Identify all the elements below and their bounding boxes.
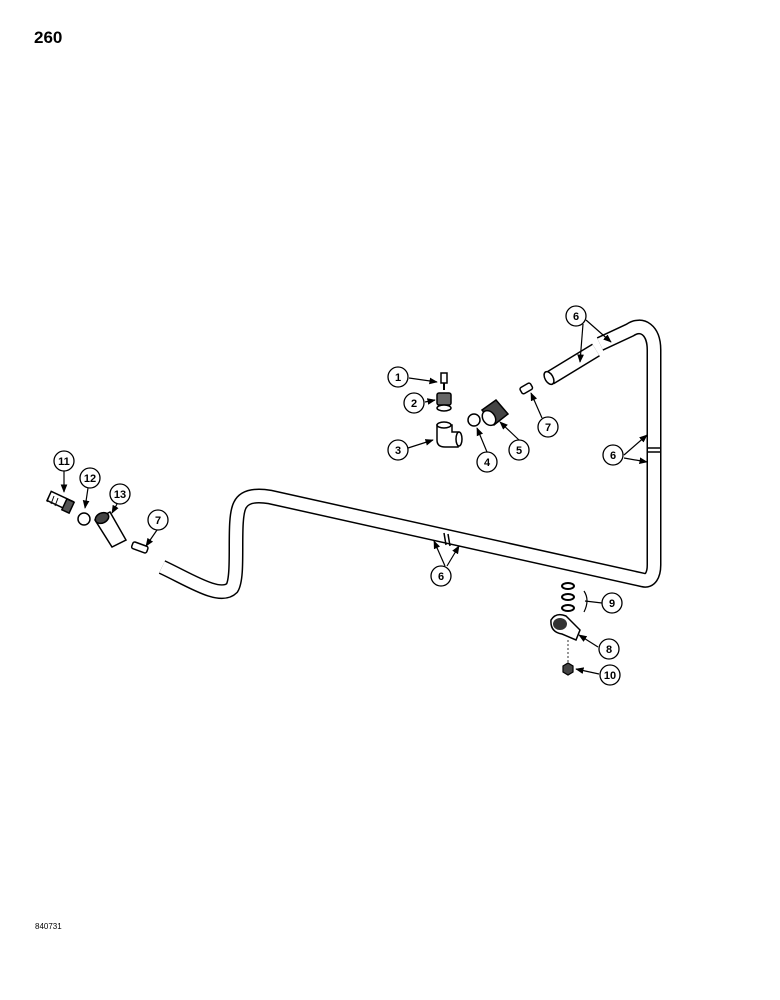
svg-text:7: 7 xyxy=(155,515,161,527)
leader-lines xyxy=(60,319,648,675)
callout-11: 11 xyxy=(53,450,75,472)
callout-2: 2 xyxy=(403,392,425,414)
callout-7-upper: 7 xyxy=(537,416,559,438)
svg-text:8: 8 xyxy=(606,644,612,656)
svg-text:1: 1 xyxy=(395,372,401,384)
nut-icon xyxy=(480,398,510,427)
adapter-icon xyxy=(436,392,452,412)
callout-3: 3 xyxy=(387,439,409,461)
grease-fitting-icon xyxy=(440,372,448,390)
callout-6-bottom: 6 xyxy=(430,565,452,587)
connector-icon xyxy=(46,490,76,515)
svg-text:5: 5 xyxy=(516,445,522,457)
washer-stack-icon xyxy=(561,582,575,612)
callout-12: 12 xyxy=(79,467,101,489)
clamp-icon xyxy=(550,613,581,641)
sleeve-icon xyxy=(467,413,481,427)
insert-icon-lower xyxy=(130,541,149,554)
svg-text:2: 2 xyxy=(411,398,417,410)
elbow-icon xyxy=(436,421,463,448)
tube-assembly xyxy=(158,319,662,600)
svg-text:6: 6 xyxy=(610,450,616,462)
callout-4: 4 xyxy=(476,451,498,473)
svg-text:13: 13 xyxy=(114,489,126,501)
callout-6-top: 6 xyxy=(565,305,587,327)
nut-icon-clamp xyxy=(562,662,574,676)
page-number: 260 xyxy=(34,28,63,47)
svg-text:7: 7 xyxy=(545,422,551,434)
svg-text:9: 9 xyxy=(609,598,615,610)
callout-1: 1 xyxy=(387,366,409,388)
sleeve-icon-left xyxy=(77,512,91,526)
tube-joint-lower xyxy=(443,532,447,546)
callout-6-right: 6 xyxy=(602,444,624,466)
reference-code: 840731 xyxy=(35,922,62,931)
nut-icon-left xyxy=(93,510,128,548)
insert-icon-upper xyxy=(519,382,534,395)
svg-text:11: 11 xyxy=(58,456,70,468)
callout-13: 13 xyxy=(109,483,131,505)
svg-text:10: 10 xyxy=(604,670,616,682)
svg-text:4: 4 xyxy=(484,457,491,469)
svg-text:6: 6 xyxy=(573,311,579,323)
callout-7-lower: 7 xyxy=(147,509,169,531)
svg-text:6: 6 xyxy=(438,571,444,583)
callout-5: 5 xyxy=(508,439,530,461)
callout-10: 10 xyxy=(599,664,621,686)
callout-8: 8 xyxy=(598,638,620,660)
callout-9: 9 xyxy=(601,592,623,614)
svg-text:12: 12 xyxy=(84,473,96,485)
svg-text:3: 3 xyxy=(395,445,401,457)
